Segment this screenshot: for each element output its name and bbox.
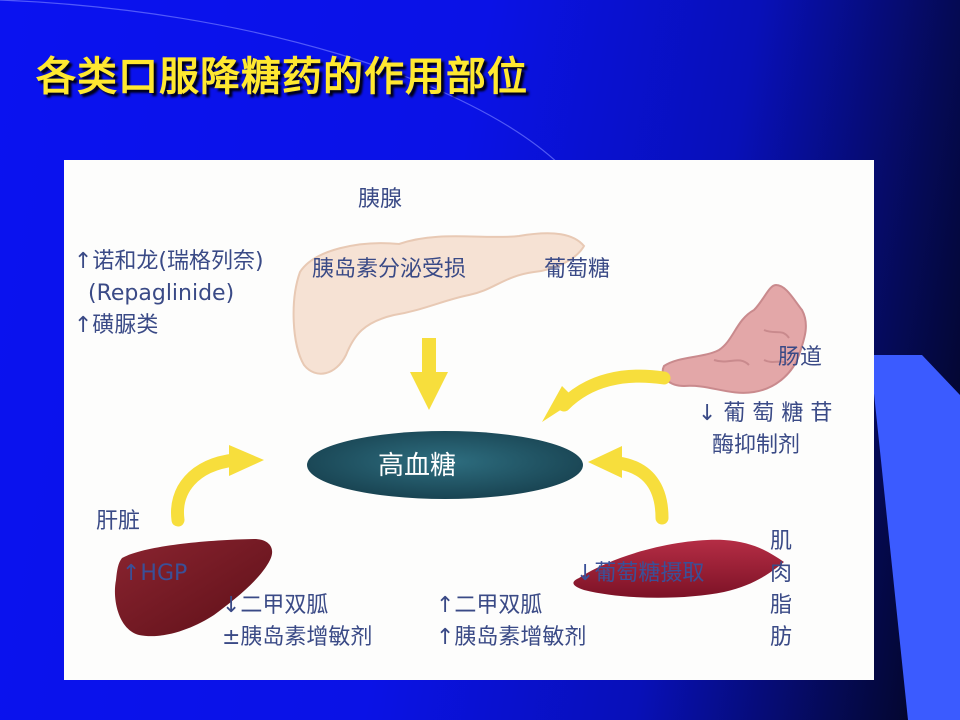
intestine-organ [661, 283, 807, 394]
hyperglycemia-hub [307, 431, 583, 499]
glucose-label: 葡萄糖 [544, 257, 611, 282]
pancreas-drugs-label: ↑诺和龙(瑞格列奈) (Repaglinide) ↑磺脲类 [74, 249, 264, 338]
muscle-fat-label: 肌肉脂肪 [769, 529, 792, 650]
arrow-intestine-to-hub [557, 369, 671, 412]
side-decoration [870, 355, 960, 720]
muscle-organ [573, 539, 784, 598]
diagram-figure: 胰腺 胰岛素分泌受损 葡萄糖 ↑诺和龙(瑞格列奈) (Repaglinide) … [64, 160, 874, 680]
hgp-label: ↑HGP [122, 561, 188, 586]
pancreas-organ [292, 232, 586, 375]
insulin-secretion-label: 胰岛素分泌受损 [312, 257, 467, 282]
liver-label: 肝脏 [96, 509, 141, 534]
slide-title: 各类口服降糖药的作用部位 [36, 54, 528, 100]
muscle-drugs-label: ↑二甲双胍 ↑胰岛素增敏剂 [436, 593, 587, 650]
arrow-pancreas-to-hub [410, 338, 448, 410]
arrow-liver-to-hub [171, 453, 241, 527]
glucose-uptake-label: ↓葡萄糖摄取 [576, 561, 705, 586]
liver-drugs-label: ↓二甲双胍 ±胰岛素增敏剂 [222, 593, 373, 650]
diagram-art [114, 232, 807, 637]
liver-organ [114, 539, 273, 637]
hyperglycemia-label: 高血糖 [378, 451, 457, 481]
intestine-drugs-label: ↓ 葡 萄 糖 苷 酶抑制剂 [698, 401, 833, 458]
intestine-label: 肠道 [778, 345, 823, 370]
pancreas-label: 胰腺 [358, 187, 403, 212]
arrow-muscle-to-hub [612, 456, 669, 525]
